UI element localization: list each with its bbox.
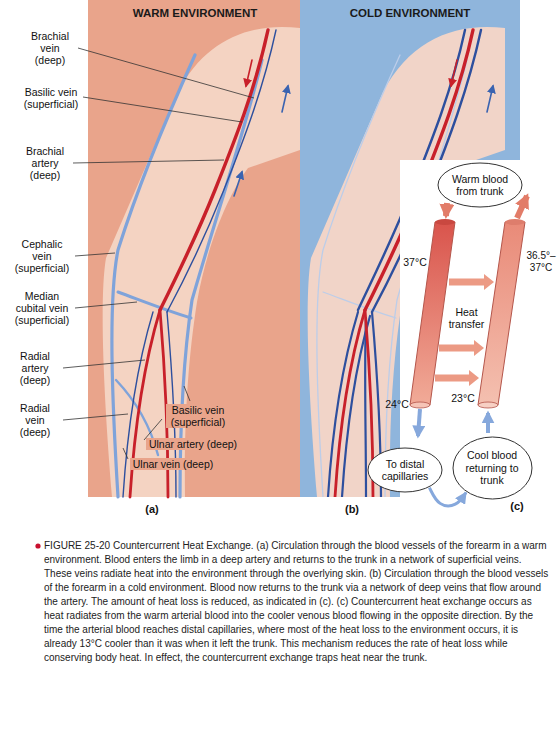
flow-arrow: [246, 60, 252, 86]
artery: [335, 310, 365, 497]
vessel-label: Ulnar vein (deep): [130, 458, 216, 470]
caption-bullet: [35, 543, 40, 548]
leader-line: [83, 97, 242, 122]
flow-arrow: [486, 413, 490, 433]
oval-shape: [453, 437, 532, 499]
warm-background: [88, 0, 300, 497]
leader-line: [144, 419, 162, 440]
flow-arrow: [429, 488, 466, 506]
leader-line: [78, 48, 254, 98]
leader-line: [63, 414, 128, 420]
cold-arm: [308, 27, 505, 497]
oval-shape: [438, 163, 522, 207]
vessel-label: Basilic vein (superficial): [166, 404, 230, 428]
vein-tube: [478, 222, 525, 405]
leader-line: [123, 448, 128, 459]
heat-arrow: [435, 370, 479, 386]
node-text: Warm blood from trunk: [450, 173, 510, 198]
node-text: To distal capillaries: [379, 458, 431, 483]
heat-arrow: [439, 340, 484, 356]
panel-heading: WARM ENVIRONMENT: [100, 6, 290, 20]
arm-skin: [308, 27, 505, 497]
temperature-label: 23°C: [450, 392, 476, 404]
heat-arrow: [449, 274, 494, 290]
vessel-label: Ulnar artery (deep): [146, 438, 240, 450]
artery: [160, 30, 268, 310]
oval-node: To distal capillaries: [367, 447, 443, 493]
vessel-label: Brachial vein (deep): [25, 30, 75, 66]
vessel-label: Median cubital vein (superficial): [12, 290, 72, 326]
superficial-vein: [118, 292, 191, 318]
vessel-label: Brachial artery (deep): [20, 145, 70, 181]
temperature-label: 36.5°–37°C: [524, 250, 558, 274]
leader-line: [184, 386, 190, 401]
flow-arrow: [446, 203, 447, 216]
leader-line: [63, 360, 145, 368]
oval-shape: [368, 448, 442, 492]
flow-arrow: [234, 172, 242, 196]
superficial-vein: [317, 55, 400, 497]
countercurrent-model: [410, 196, 527, 436]
flow-arrow: [282, 86, 288, 112]
arm-skin: [103, 27, 300, 497]
tube-end: [435, 219, 455, 225]
heat-transfer-label: Heat transfer: [445, 306, 488, 330]
panel-letter: (c): [505, 500, 529, 512]
vessel-label: Basilic vein (superficial): [22, 86, 80, 110]
oval-node: Warm blood from trunk: [437, 162, 523, 208]
flow-arrow: [517, 196, 527, 218]
panel-letter: (a): [140, 503, 164, 515]
flow-arrow: [487, 86, 493, 112]
tube-end: [505, 219, 525, 225]
leader-lines: [63, 48, 254, 459]
flow-arrow: [451, 60, 457, 86]
node-text: Cool blood returning to trunk: [464, 449, 520, 487]
temperature-label: 37°C: [402, 256, 428, 268]
tube-end: [478, 402, 498, 408]
leader-line: [75, 253, 115, 256]
tube-end: [410, 402, 430, 408]
panel-letter: (b): [340, 503, 364, 515]
vessel-label: Cephalic vein (superficial): [12, 238, 72, 274]
superficial-vein: [180, 60, 262, 497]
flow-arrow: [418, 409, 420, 436]
warm-arm: [103, 27, 300, 497]
vessel-label: Radial vein (deep): [10, 402, 60, 438]
leader-line: [73, 160, 224, 163]
panel-heading: COLD ENVIRONMENT: [310, 6, 510, 20]
temperature-label: 24°C: [385, 398, 409, 410]
vessel-label: Radial artery (deep): [10, 350, 60, 386]
figure-caption: FIGURE 25-20 Countercurrent Heat Exchang…: [44, 539, 550, 665]
leader-line: [75, 302, 137, 308]
oval-node: Cool blood returning to trunk: [452, 436, 533, 500]
